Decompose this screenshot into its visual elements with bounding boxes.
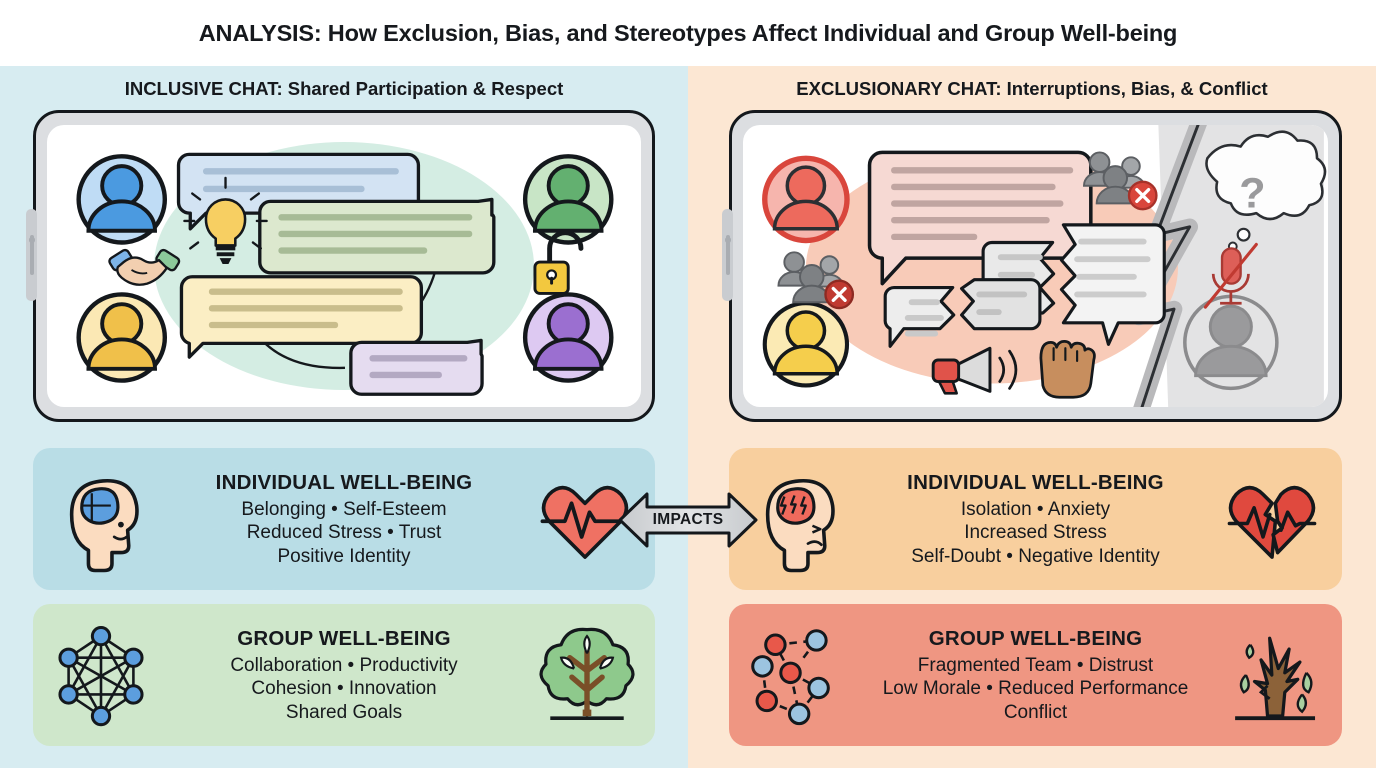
avatar-blue [76, 154, 168, 245]
avatar-yellow [76, 292, 168, 383]
card-title: INDIVIDUAL WELL-BEING [215, 471, 473, 495]
card-group-wellbeing-exclusionary: GROUP WELL-BEING Fragmented Team • Distr… [729, 604, 1342, 746]
unlocked-padlock-icon [533, 230, 584, 295]
card-line-2: Cohesion • Innovation [251, 678, 437, 700]
avatar-red [762, 155, 850, 244]
group-excluded-icon-left [777, 251, 855, 310]
card-text-block: INDIVIDUAL WELL-BEING Belonging • Self-E… [159, 470, 529, 568]
phone-side-button-right [722, 209, 733, 301]
lightbulb-icon [183, 176, 268, 265]
card-title: GROUP WELL-BEING [928, 627, 1143, 651]
avatar-grey-excluded [1183, 294, 1279, 391]
card-text-block: INDIVIDUAL WELL-BEING Isolation • Anxiet… [855, 470, 1216, 568]
card-group-wellbeing-inclusive: GROUP WELL-BEING Collaboration • Product… [33, 604, 655, 746]
phone-side-dot-left [29, 237, 35, 243]
bubble-grey-small-left [883, 285, 956, 348]
exclusionary-chat-screen: ? [743, 125, 1328, 407]
card-line-3: Self-Doubt • Negative Identity [911, 545, 1160, 567]
card-individual-wellbeing-inclusive: INDIVIDUAL WELL-BEING Belonging • Self-E… [33, 448, 655, 590]
heart-heartbeat-icon [540, 485, 630, 559]
card-line-1: Collaboration • Productivity [230, 655, 458, 677]
card-individual-wellbeing-exclusionary: INDIVIDUAL WELL-BEING Isolation • Anxiet… [729, 448, 1342, 590]
avatar-yellow-right [762, 301, 850, 388]
exclusionary-chat-phone: ? [722, 110, 1342, 422]
impacts-connector: IMPACTS [617, 486, 759, 554]
card-line-1: Isolation • Anxiety [960, 499, 1111, 521]
bubble-purple [349, 338, 484, 396]
phone-side-dot-right [725, 237, 731, 243]
bubble-yellow [179, 275, 424, 359]
megaphone-icon [931, 346, 1018, 395]
card-line-2: Low Morale • Reduced Performance [882, 678, 1189, 700]
inclusive-chat-phone [26, 110, 655, 422]
card-text-block: GROUP WELL-BEING Collaboration • Product… [155, 626, 533, 724]
fragmented-network-icon [751, 629, 830, 726]
card-line-3: Shared Goals [285, 701, 403, 723]
double-headed-arrow-icon [618, 492, 758, 548]
left-column-heading: INCLUSIVE CHAT: Shared Participation & R… [124, 78, 564, 99]
bubble-cracked-grey-right [1059, 223, 1166, 346]
phone-side-button-left [26, 209, 37, 301]
inclusive-chat-screen [47, 125, 641, 407]
card-line-1: Fragmented Team • Distrust [917, 655, 1154, 677]
healthy-tree-icon [539, 627, 635, 721]
broken-heart-icon [1227, 485, 1317, 559]
raised-fist-icon [1039, 340, 1096, 399]
card-line-1: Belonging • Self-Esteem [241, 499, 447, 521]
connected-network-icon [58, 625, 144, 727]
head-stressed-brain-icon [765, 479, 835, 573]
muted-microphone-icon [1203, 242, 1258, 309]
group-excluded-icon-top [1082, 151, 1158, 211]
exclusionary-chat-illustration: ? [762, 125, 1327, 407]
card-text-block: GROUP WELL-BEING Fragmented Team • Distr… [851, 626, 1220, 724]
avatar-green [522, 154, 614, 245]
card-line-2: Increased Stress [964, 522, 1107, 544]
card-line-3: Positive Identity [277, 545, 411, 567]
bubble-green [258, 197, 496, 275]
bubble-grey-small-mid [960, 278, 1042, 331]
card-line-3: Conflict [1003, 701, 1068, 723]
withered-tree-icon [1235, 636, 1316, 721]
svg-text:?: ? [1239, 169, 1265, 217]
card-line-2: Reduced Stress • Trust [246, 522, 442, 544]
thought-bubble-question-icon: ? [1205, 130, 1327, 252]
card-title: INDIVIDUAL WELL-BEING [907, 471, 1164, 495]
handshake-icon [108, 248, 181, 286]
title-bar: ANALYSIS: How Exclusion, Bias, and Stere… [0, 0, 1376, 66]
page-title: ANALYSIS: How Exclusion, Bias, and Stere… [198, 19, 1178, 46]
card-title: GROUP WELL-BEING [237, 627, 451, 651]
right-column-heading: EXCLUSIONARY CHAT: Interruptions, Bias, … [796, 78, 1268, 99]
avatar-purple [522, 292, 614, 383]
head-healthy-brain-icon [69, 479, 139, 573]
inclusive-chat-illustration [76, 152, 614, 396]
